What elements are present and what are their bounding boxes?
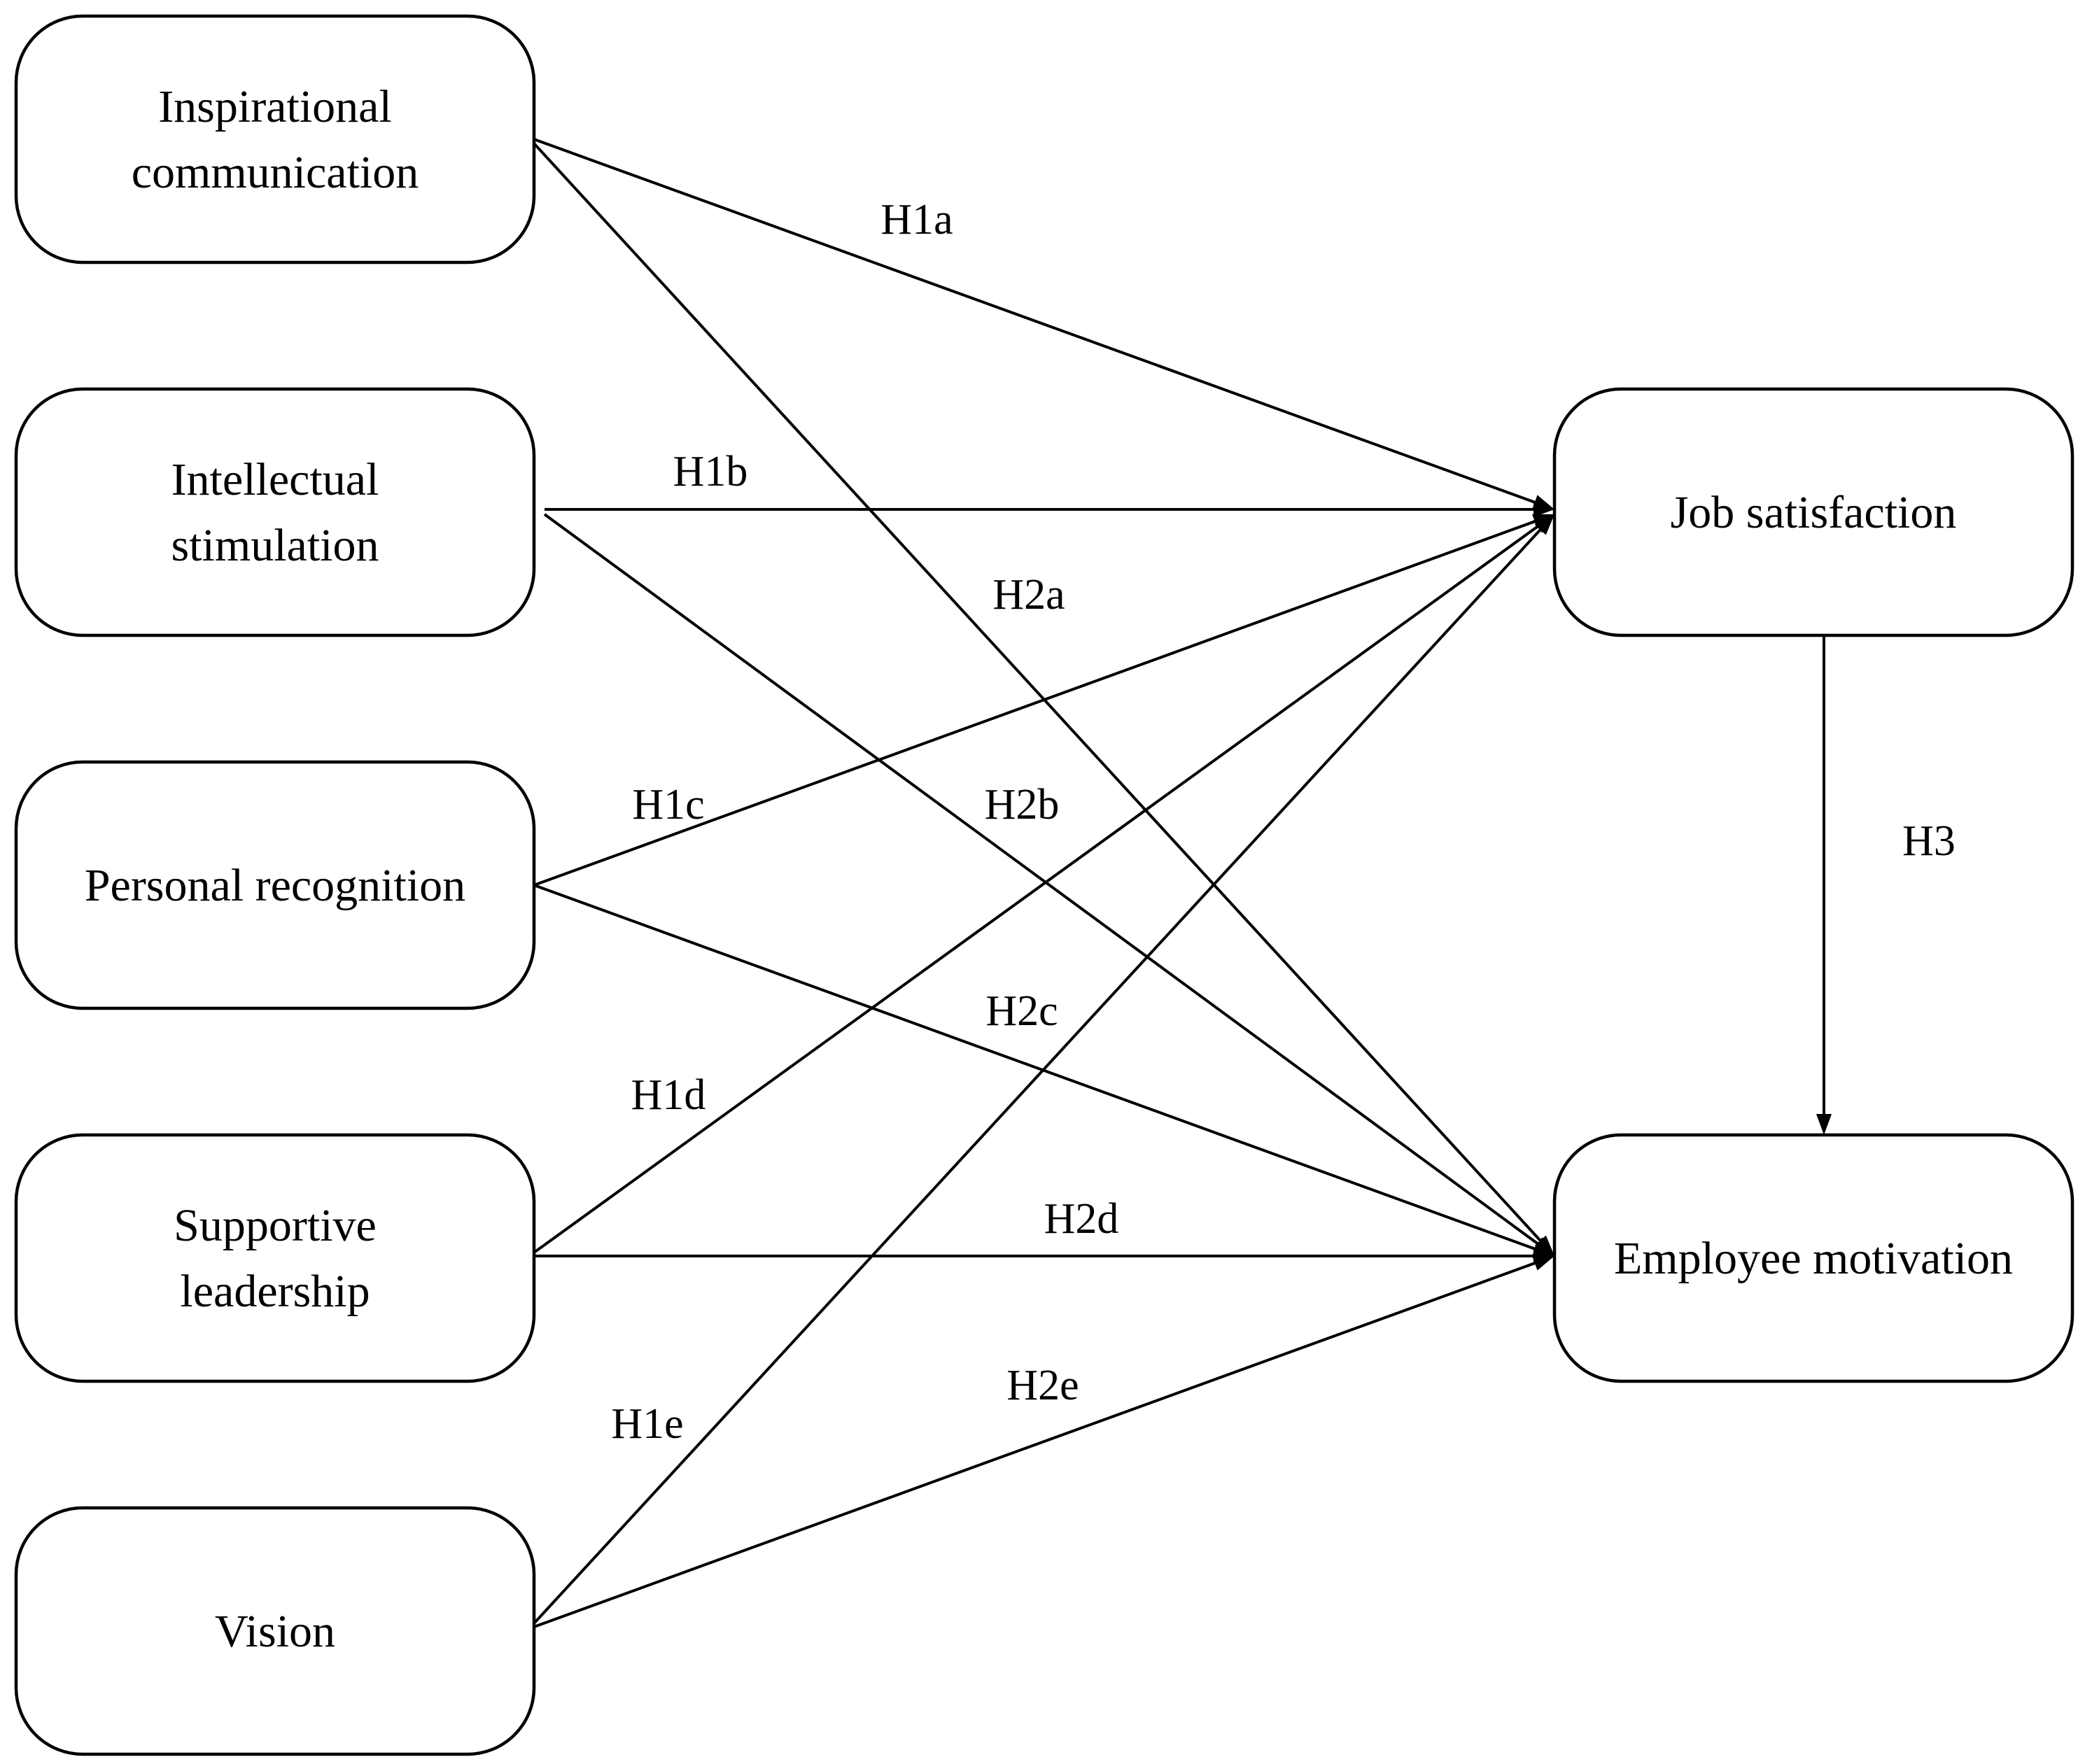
node-motivation: Employee motivation: [1552, 1133, 2075, 1383]
edge-h2a-line: [533, 142, 1543, 1243]
edge-label-h2e: H2e: [1006, 1362, 1079, 1409]
edge-h2b-arrowhead: [1533, 1237, 1554, 1256]
edge-label-h1e: H1e: [611, 1400, 683, 1448]
edge-h3-arrowhead: [1816, 1114, 1832, 1135]
node-job-label-1: Job satisfaction: [1671, 487, 1957, 538]
node-personal: Personal recognition: [14, 760, 536, 1010]
edge-h1b: [545, 502, 1554, 517]
edge-h1d-line: [533, 524, 1540, 1254]
node-motivation-box: [1552, 1133, 2075, 1383]
edge-h1b-arrowhead: [1533, 502, 1554, 517]
node-personal-box: [14, 760, 536, 1010]
edge-h1e-line: [533, 528, 1543, 1625]
edge-label-h1d: H1d: [631, 1071, 706, 1119]
node-supportive-label-2: leadership: [180, 1266, 370, 1317]
edge-h2e: [533, 1255, 1554, 1628]
node-supportive-label-1: Supportive: [174, 1200, 377, 1251]
node-job: Job satisfaction: [1552, 387, 2075, 637]
edge-h1e: [533, 514, 1554, 1625]
node-intellectual-label-1: Intellectual: [171, 454, 379, 505]
edge-h2d: [534, 1248, 1554, 1264]
node-inspirational-box: [14, 14, 536, 264]
node-inspirational-label-1: Inspirational: [158, 81, 392, 132]
edges-layer: [533, 138, 1832, 1628]
edge-label-h2d: H2d: [1044, 1195, 1119, 1243]
node-supportive: Supportive leadership: [14, 1133, 536, 1383]
edge-label-h2a: H2a: [992, 571, 1065, 619]
node-motivation-label-1: Employee motivation: [1614, 1233, 2013, 1284]
node-intellectual-label-2: stimulation: [171, 520, 379, 571]
node-job-box: [1552, 387, 2075, 637]
node-inspirational-label-2: communication: [132, 147, 419, 198]
node-vision-box: [14, 1506, 536, 1756]
edge-h1c-line: [533, 519, 1537, 887]
edge-h3: [1816, 635, 1832, 1135]
edge-h2b: [543, 513, 1554, 1256]
edge-h1d: [533, 514, 1554, 1254]
edge-h1a-line: [533, 138, 1537, 504]
node-intellectual: Intellectual stimulation: [14, 387, 536, 637]
node-supportive-box: [14, 1133, 536, 1383]
edge-h2e-line: [533, 1261, 1537, 1628]
edge-h1e-arrowhead: [1534, 514, 1554, 535]
node-inspirational: Inspirational communication: [14, 14, 536, 264]
node-vision-label-1: Vision: [215, 1606, 335, 1657]
node-intellectual-box: [14, 387, 536, 637]
edge-h2b-line: [543, 513, 1540, 1246]
edge-h2c-line: [533, 884, 1537, 1251]
node-vision: Vision: [14, 1506, 536, 1756]
edge-label-h3: H3: [1902, 817, 1956, 865]
edge-label-h1b: H1b: [673, 448, 748, 495]
edge-label-h2c: H2c: [985, 987, 1058, 1035]
node-personal-label-1: Personal recognition: [85, 860, 465, 911]
edge-label-h1a: H1a: [880, 196, 953, 244]
edge-label-h1c: H1c: [632, 781, 704, 828]
edge-h2e-arrowhead: [1532, 1255, 1554, 1271]
edge-label-h2b: H2b: [985, 781, 1060, 828]
